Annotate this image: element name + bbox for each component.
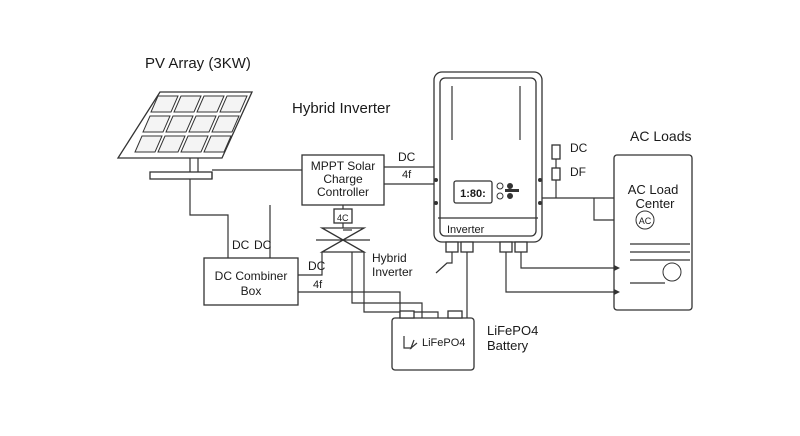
df-top-right-label: DF <box>570 165 586 179</box>
ac-load-center-line-2: Center <box>635 196 675 211</box>
ac-combiner-right-label: 4f <box>313 279 323 291</box>
dc-combiner-line-1: DC Combiner <box>215 269 288 283</box>
mppt-controller-box <box>301 154 385 206</box>
transfer-switch <box>316 205 370 253</box>
ac-mppt-right-label: 4f <box>402 169 412 181</box>
battery-label-1: LiFePO4 <box>487 323 538 338</box>
battery-inside-label: LiFePO4 <box>422 337 465 349</box>
dc-combiner-line-2: Box <box>241 284 262 298</box>
dc-left-label-2: DC <box>254 238 272 252</box>
inverter-display-value: 1:80: <box>460 188 486 200</box>
ac-loads-label: AC Loads <box>630 128 691 144</box>
battery <box>391 310 475 371</box>
dc-top-right-label: DC <box>570 141 588 155</box>
ac-small-label: 4C <box>337 213 349 223</box>
hybrid-inverter-small-1: Hybrid <box>372 251 407 265</box>
ac-load-center-line-1: AC Load <box>628 182 679 197</box>
inverter-label: Inverter <box>447 224 485 236</box>
inverter-unit <box>433 71 543 253</box>
ac-circle-label: AC <box>639 216 652 226</box>
dc-combiner-right-label: DC <box>308 259 326 273</box>
dc-combiner-box <box>203 257 299 306</box>
dc-left-label-1: DC <box>232 238 250 252</box>
mppt-line-2: Charge <box>323 172 363 186</box>
mppt-line-3: Controller <box>317 185 369 199</box>
dc-mppt-right-label: DC <box>398 150 416 164</box>
pv-array-label: PV Array (3KW) <box>145 55 251 72</box>
battery-label-2: Battery <box>487 338 529 353</box>
hybrid-inverter-title: Hybrid Inverter <box>292 100 390 117</box>
ac-load-center <box>613 154 693 311</box>
hybrid-inverter-small-2: Inverter <box>372 265 413 279</box>
mppt-line-1: MPPT Solar <box>311 159 375 173</box>
solar-panel <box>116 91 254 180</box>
